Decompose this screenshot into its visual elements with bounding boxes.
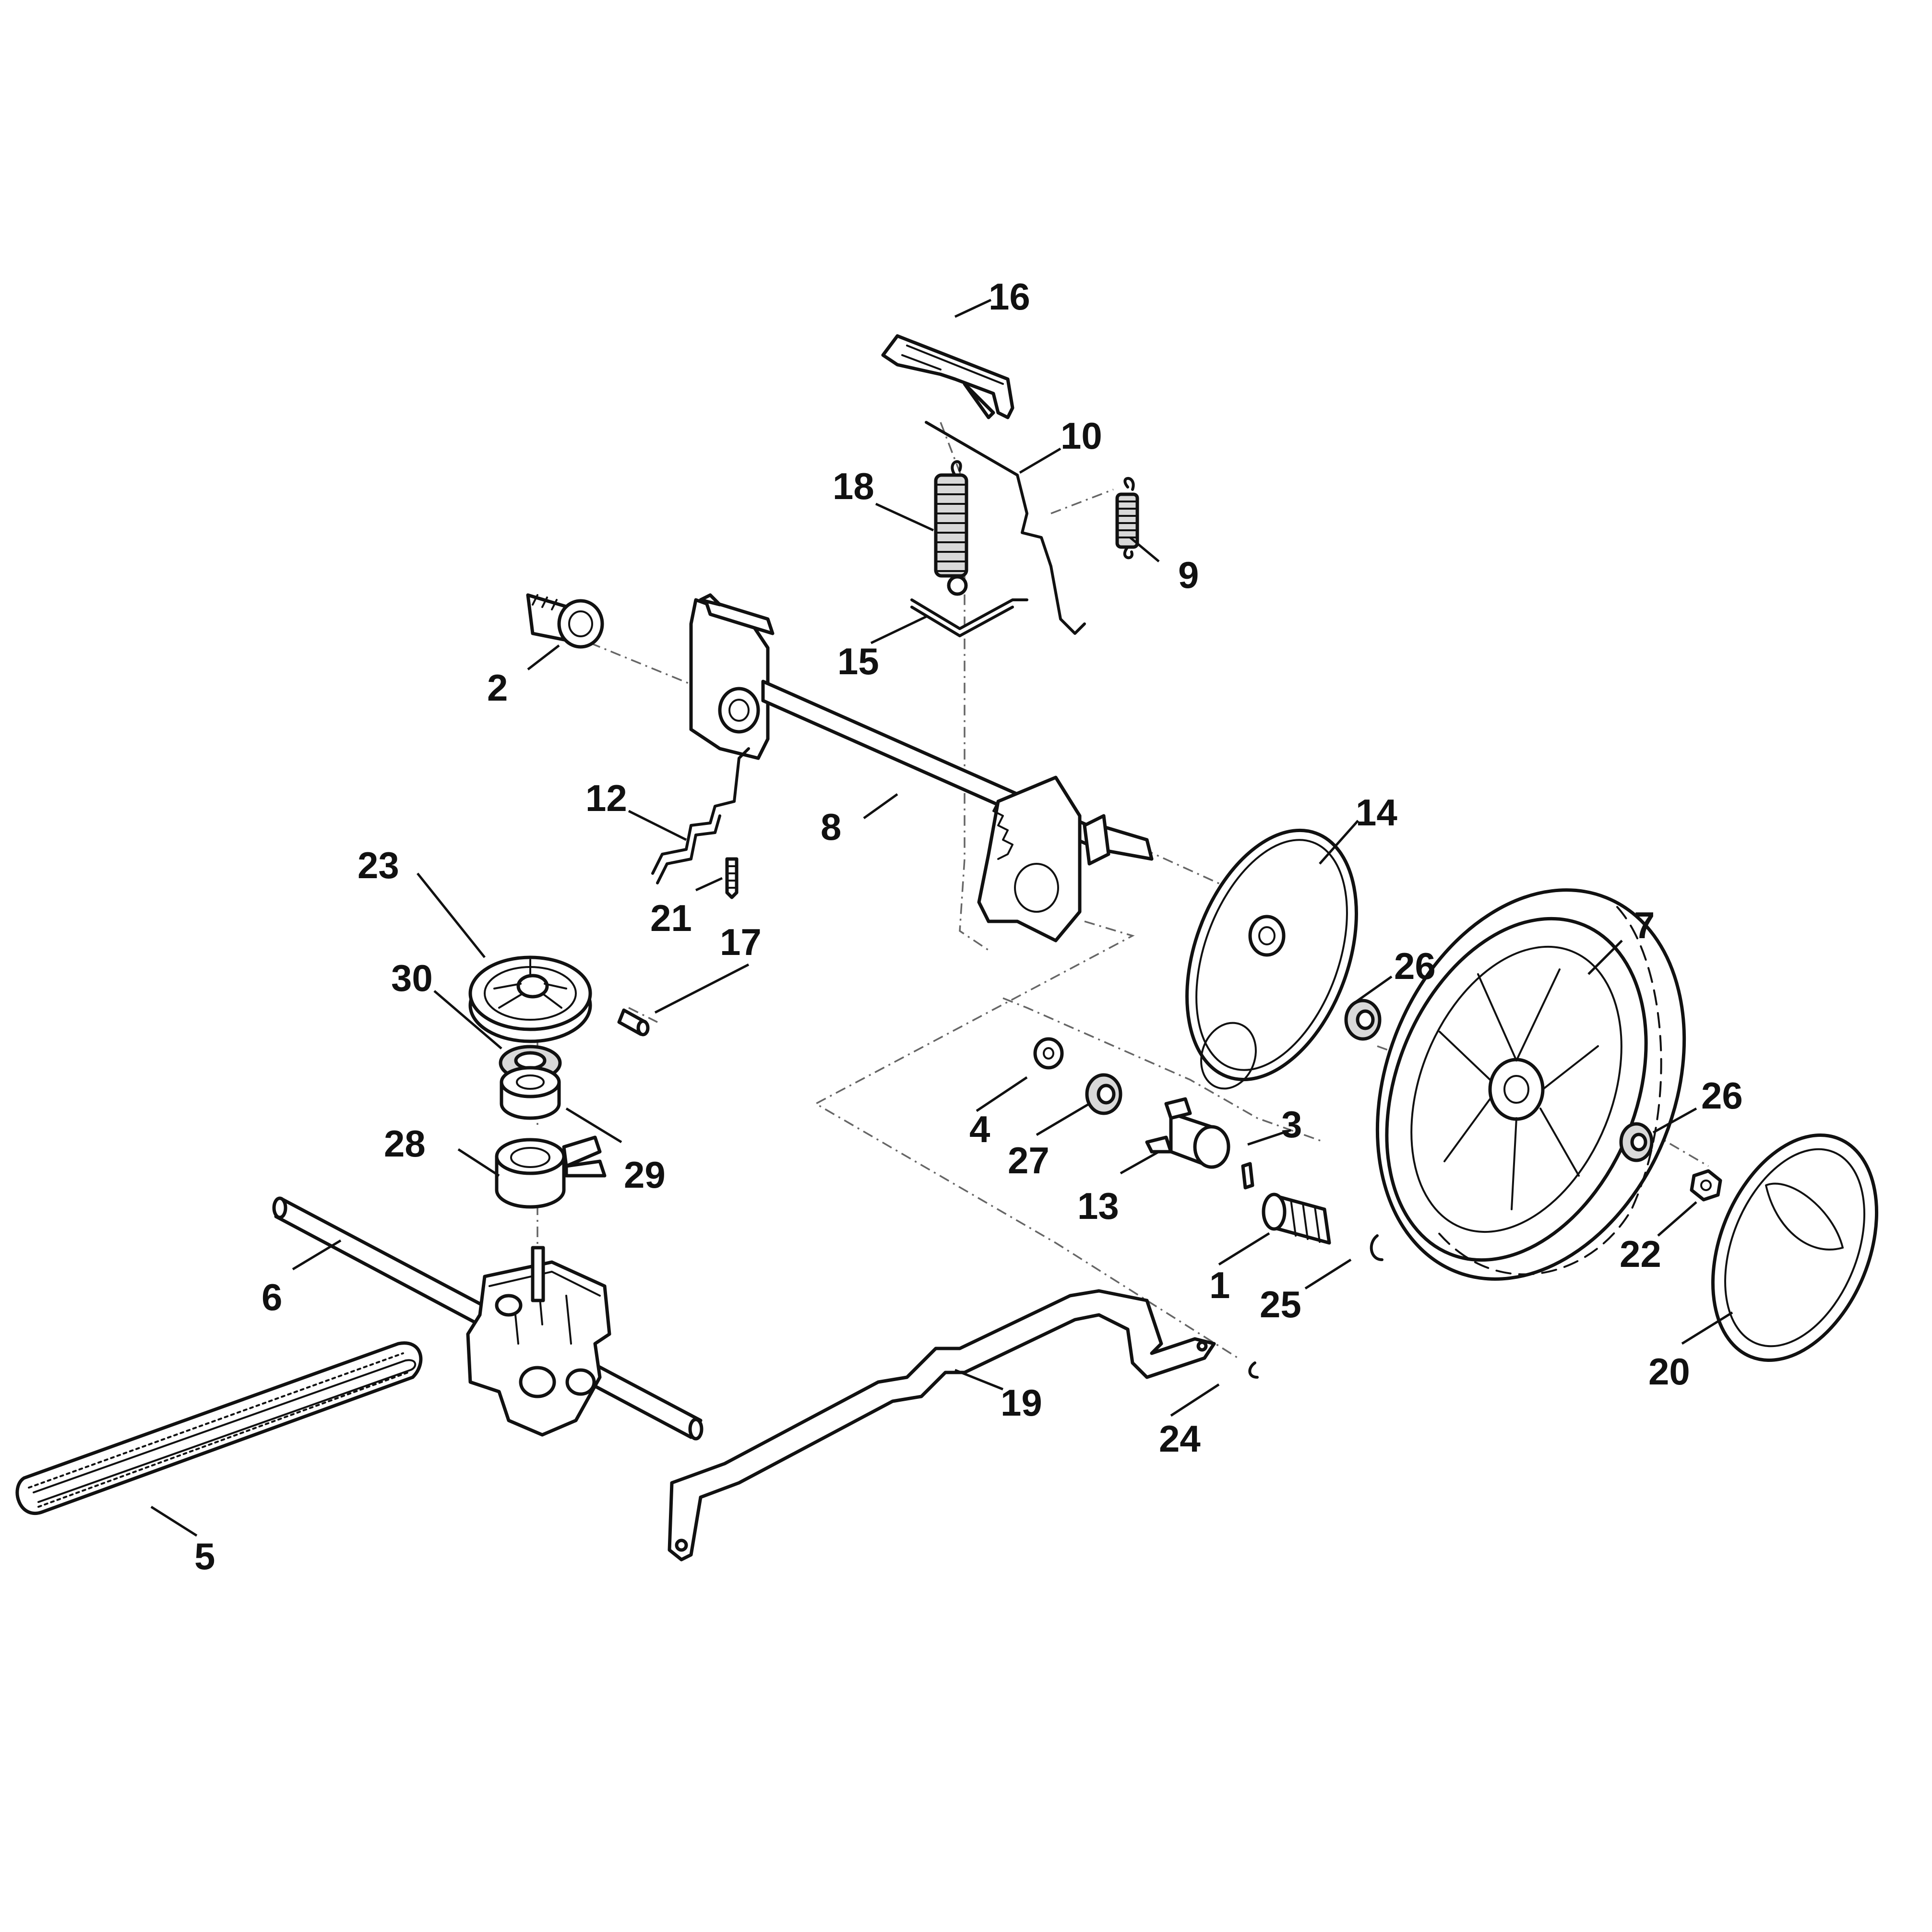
part-17-pin xyxy=(617,1008,650,1037)
callout-28: 28 xyxy=(384,1122,426,1165)
callout-24: 24 xyxy=(1159,1418,1201,1460)
part-22-nut xyxy=(1690,1169,1722,1202)
callout-16: 16 xyxy=(989,275,1030,318)
part-8-rear-axle xyxy=(689,593,1154,942)
callout-23: 23 xyxy=(358,844,399,886)
part-25-clip xyxy=(1370,1234,1383,1261)
gearbox xyxy=(466,1246,611,1437)
part-29-bearing xyxy=(500,1066,561,1120)
callout-9: 9 xyxy=(1178,554,1199,596)
part-28-clutch-cup xyxy=(495,1135,607,1209)
callout-30: 30 xyxy=(391,957,433,999)
part-26-bearing-upper xyxy=(1344,999,1382,1041)
callout-3: 3 xyxy=(1281,1103,1302,1145)
part-16-bracket xyxy=(881,334,1014,419)
callout-17: 17 xyxy=(720,921,762,963)
part-4-washer xyxy=(1033,1037,1064,1070)
part-21-screw xyxy=(725,857,739,899)
callout-27: 27 xyxy=(1008,1139,1049,1181)
part-15-link-wire xyxy=(910,598,1028,637)
callout-21: 21 xyxy=(650,897,692,939)
callout-2: 2 xyxy=(487,667,508,709)
part-26-bearing-lower xyxy=(1619,1122,1654,1162)
part-7-rear-wheel xyxy=(1375,888,1686,1281)
callout-5: 5 xyxy=(194,1535,215,1577)
callout-7: 7 xyxy=(1634,904,1655,946)
callout-22: 22 xyxy=(1620,1233,1661,1275)
callout-4: 4 xyxy=(969,1108,990,1150)
part-14-wheel-disc xyxy=(1185,828,1358,1090)
callout-26-lower: 26 xyxy=(1701,1074,1743,1117)
callout-10: 10 xyxy=(1061,415,1102,457)
callout-20: 20 xyxy=(1648,1350,1690,1393)
callout-13: 13 xyxy=(1077,1185,1119,1227)
part-23-pulley xyxy=(468,955,592,1043)
part-19-lever-arm xyxy=(668,1289,1216,1562)
part-13-bushing xyxy=(1145,1097,1230,1169)
part-10-control-rod xyxy=(925,421,1086,635)
callout-12: 12 xyxy=(585,777,627,819)
callout-15: 15 xyxy=(837,640,879,682)
callout-26-upper: 26 xyxy=(1394,945,1436,987)
part-20-hub-cap xyxy=(1711,1133,1879,1362)
part-12-spring-wire xyxy=(651,747,750,884)
callout-19: 19 xyxy=(1001,1382,1042,1424)
part-18-spring xyxy=(934,460,968,596)
callout-14: 14 xyxy=(1356,791,1397,834)
callout-6: 6 xyxy=(262,1276,282,1318)
part-27-bearing xyxy=(1085,1073,1122,1115)
part-5-drive-belt xyxy=(15,1341,423,1515)
part-3-key xyxy=(1241,1162,1254,1190)
part-2-pinion xyxy=(526,593,604,649)
part-9-small-spring xyxy=(1115,477,1139,560)
callout-labels: 16 10 18 9 15 2 12 8 21 23 17 30 29 28 6… xyxy=(194,275,1743,1577)
leader-lines xyxy=(150,298,1733,1537)
callout-29: 29 xyxy=(624,1154,666,1196)
callout-18: 18 xyxy=(833,465,874,507)
callout-1: 1 xyxy=(1209,1264,1230,1306)
callout-25: 25 xyxy=(1260,1283,1301,1325)
part-24-clip xyxy=(1248,1361,1259,1379)
callout-8: 8 xyxy=(821,806,841,848)
part-1-pinion-gear xyxy=(1262,1193,1331,1245)
